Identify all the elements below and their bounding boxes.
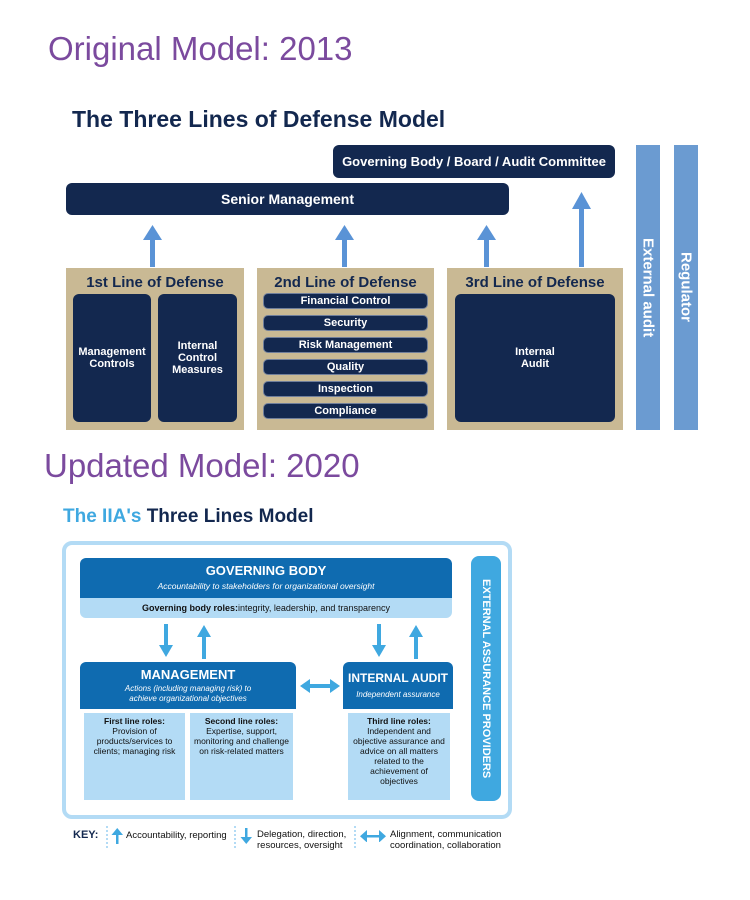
first-line-roles-label: First line roles: xyxy=(104,716,165,726)
second-line-roles-label: Second line roles: xyxy=(204,716,279,726)
arrow-up-icon xyxy=(335,225,354,267)
external-assurance-bar: EXTERNAL ASSURANCE PROVIDERS xyxy=(471,556,501,801)
external-audit-bar: External audit xyxy=(636,145,660,430)
new-model-title: The IIA's Three Lines Model xyxy=(63,506,314,528)
risk-management-item: Risk Management xyxy=(263,337,428,353)
internal-audit-subtitle: Independent assurance xyxy=(356,690,440,699)
key-divider xyxy=(106,826,108,848)
new-model-title-prefix: The IIA's xyxy=(63,506,142,527)
arrow-up-icon xyxy=(143,225,162,267)
management-title: MANAGEMENT xyxy=(140,667,236,682)
governing-roles-text: integrity, leadership, and transparency xyxy=(238,603,390,613)
three-lines-frame xyxy=(62,541,512,819)
first-line-title: 1st Line of Defense xyxy=(86,273,224,291)
updated-model-heading: Updated Model: 2020 xyxy=(44,447,360,484)
management-controls-box: Management Controls xyxy=(73,294,151,422)
new-model-title-main: Three Lines Model xyxy=(146,506,314,527)
regulator-label: Regulator xyxy=(677,252,695,323)
original-model-heading: Original Model: 2013 xyxy=(48,30,353,67)
first-line-roles-text: Provision of products/services to client… xyxy=(93,726,176,756)
management-header: MANAGEMENT Actions (including managing r… xyxy=(80,662,296,709)
internal-audit-title: INTERNAL AUDIT xyxy=(348,671,448,685)
alignment-arrow-icon xyxy=(360,830,386,842)
governing-body-subtitle: Accountability to stakeholders for organ… xyxy=(157,581,375,591)
quality-item: Quality xyxy=(263,359,428,375)
second-line-roles: Second line roles: Expertise, support, m… xyxy=(190,713,293,800)
internal-audit-header: INTERNAL AUDIT Independent assurance xyxy=(343,662,453,709)
internal-audit-box: Internal Audit xyxy=(455,294,615,422)
key-divider xyxy=(234,826,236,848)
governing-body-title: GOVERNING BODY xyxy=(205,563,327,578)
financial-control-item: Financial Control xyxy=(263,293,428,309)
arrow-up-icon xyxy=(477,225,496,267)
accountability-arrow-icon xyxy=(111,828,123,844)
management-subtitle: Actions (including managing risk) to ach… xyxy=(124,684,252,703)
external-audit-label: External audit xyxy=(639,237,657,338)
senior-management-box: Senior Management xyxy=(66,183,509,215)
regulator-bar: Regulator xyxy=(674,145,698,430)
first-line-panel: 1st Line of Defense Management Controls … xyxy=(66,268,244,430)
key-label: KEY: xyxy=(73,829,99,841)
inspection-item: Inspection xyxy=(263,381,428,397)
third-line-panel: 3rd Line of Defense Internal Audit xyxy=(447,268,623,430)
third-line-roles-text: Independent and objective assurance and … xyxy=(353,726,445,786)
compliance-item: Compliance xyxy=(263,403,428,419)
key-delegation: Delegation, direction, resources, oversi… xyxy=(257,829,347,851)
governing-roles-label: Governing body roles: xyxy=(142,603,239,613)
third-line-roles: Third line roles: Independent and object… xyxy=(348,713,450,800)
governing-body-header: GOVERNING BODY Accountability to stakeho… xyxy=(80,558,452,598)
key-divider xyxy=(354,826,356,848)
delegation-arrow-icon xyxy=(240,828,252,844)
third-line-title: 3rd Line of Defense xyxy=(465,273,605,291)
second-line-panel: 2nd Line of Defense Financial Control Se… xyxy=(257,268,434,430)
old-model-title: The Three Lines of Defense Model xyxy=(72,106,446,132)
security-item: Security xyxy=(263,315,428,331)
external-assurance-label: EXTERNAL ASSURANCE PROVIDERS xyxy=(480,578,492,779)
first-line-roles: First line roles: Provision of products/… xyxy=(84,713,185,800)
governing-roles-bar: Governing body roles: integrity, leaders… xyxy=(80,598,452,618)
internal-control-measures-box: Internal Control Measures xyxy=(158,294,237,422)
second-line-title: 2nd Line of Defense xyxy=(274,273,417,291)
arrow-up-icon xyxy=(572,192,591,267)
key-alignment: Alignment, communication coordination, c… xyxy=(390,829,502,851)
third-line-roles-label: Third line roles: xyxy=(367,716,431,726)
governing-body-box: Governing Body / Board / Audit Committee xyxy=(333,145,615,178)
second-line-roles-text: Expertise, support, monitoring and chall… xyxy=(194,726,289,756)
key-accountability: Accountability, reporting xyxy=(126,830,227,841)
